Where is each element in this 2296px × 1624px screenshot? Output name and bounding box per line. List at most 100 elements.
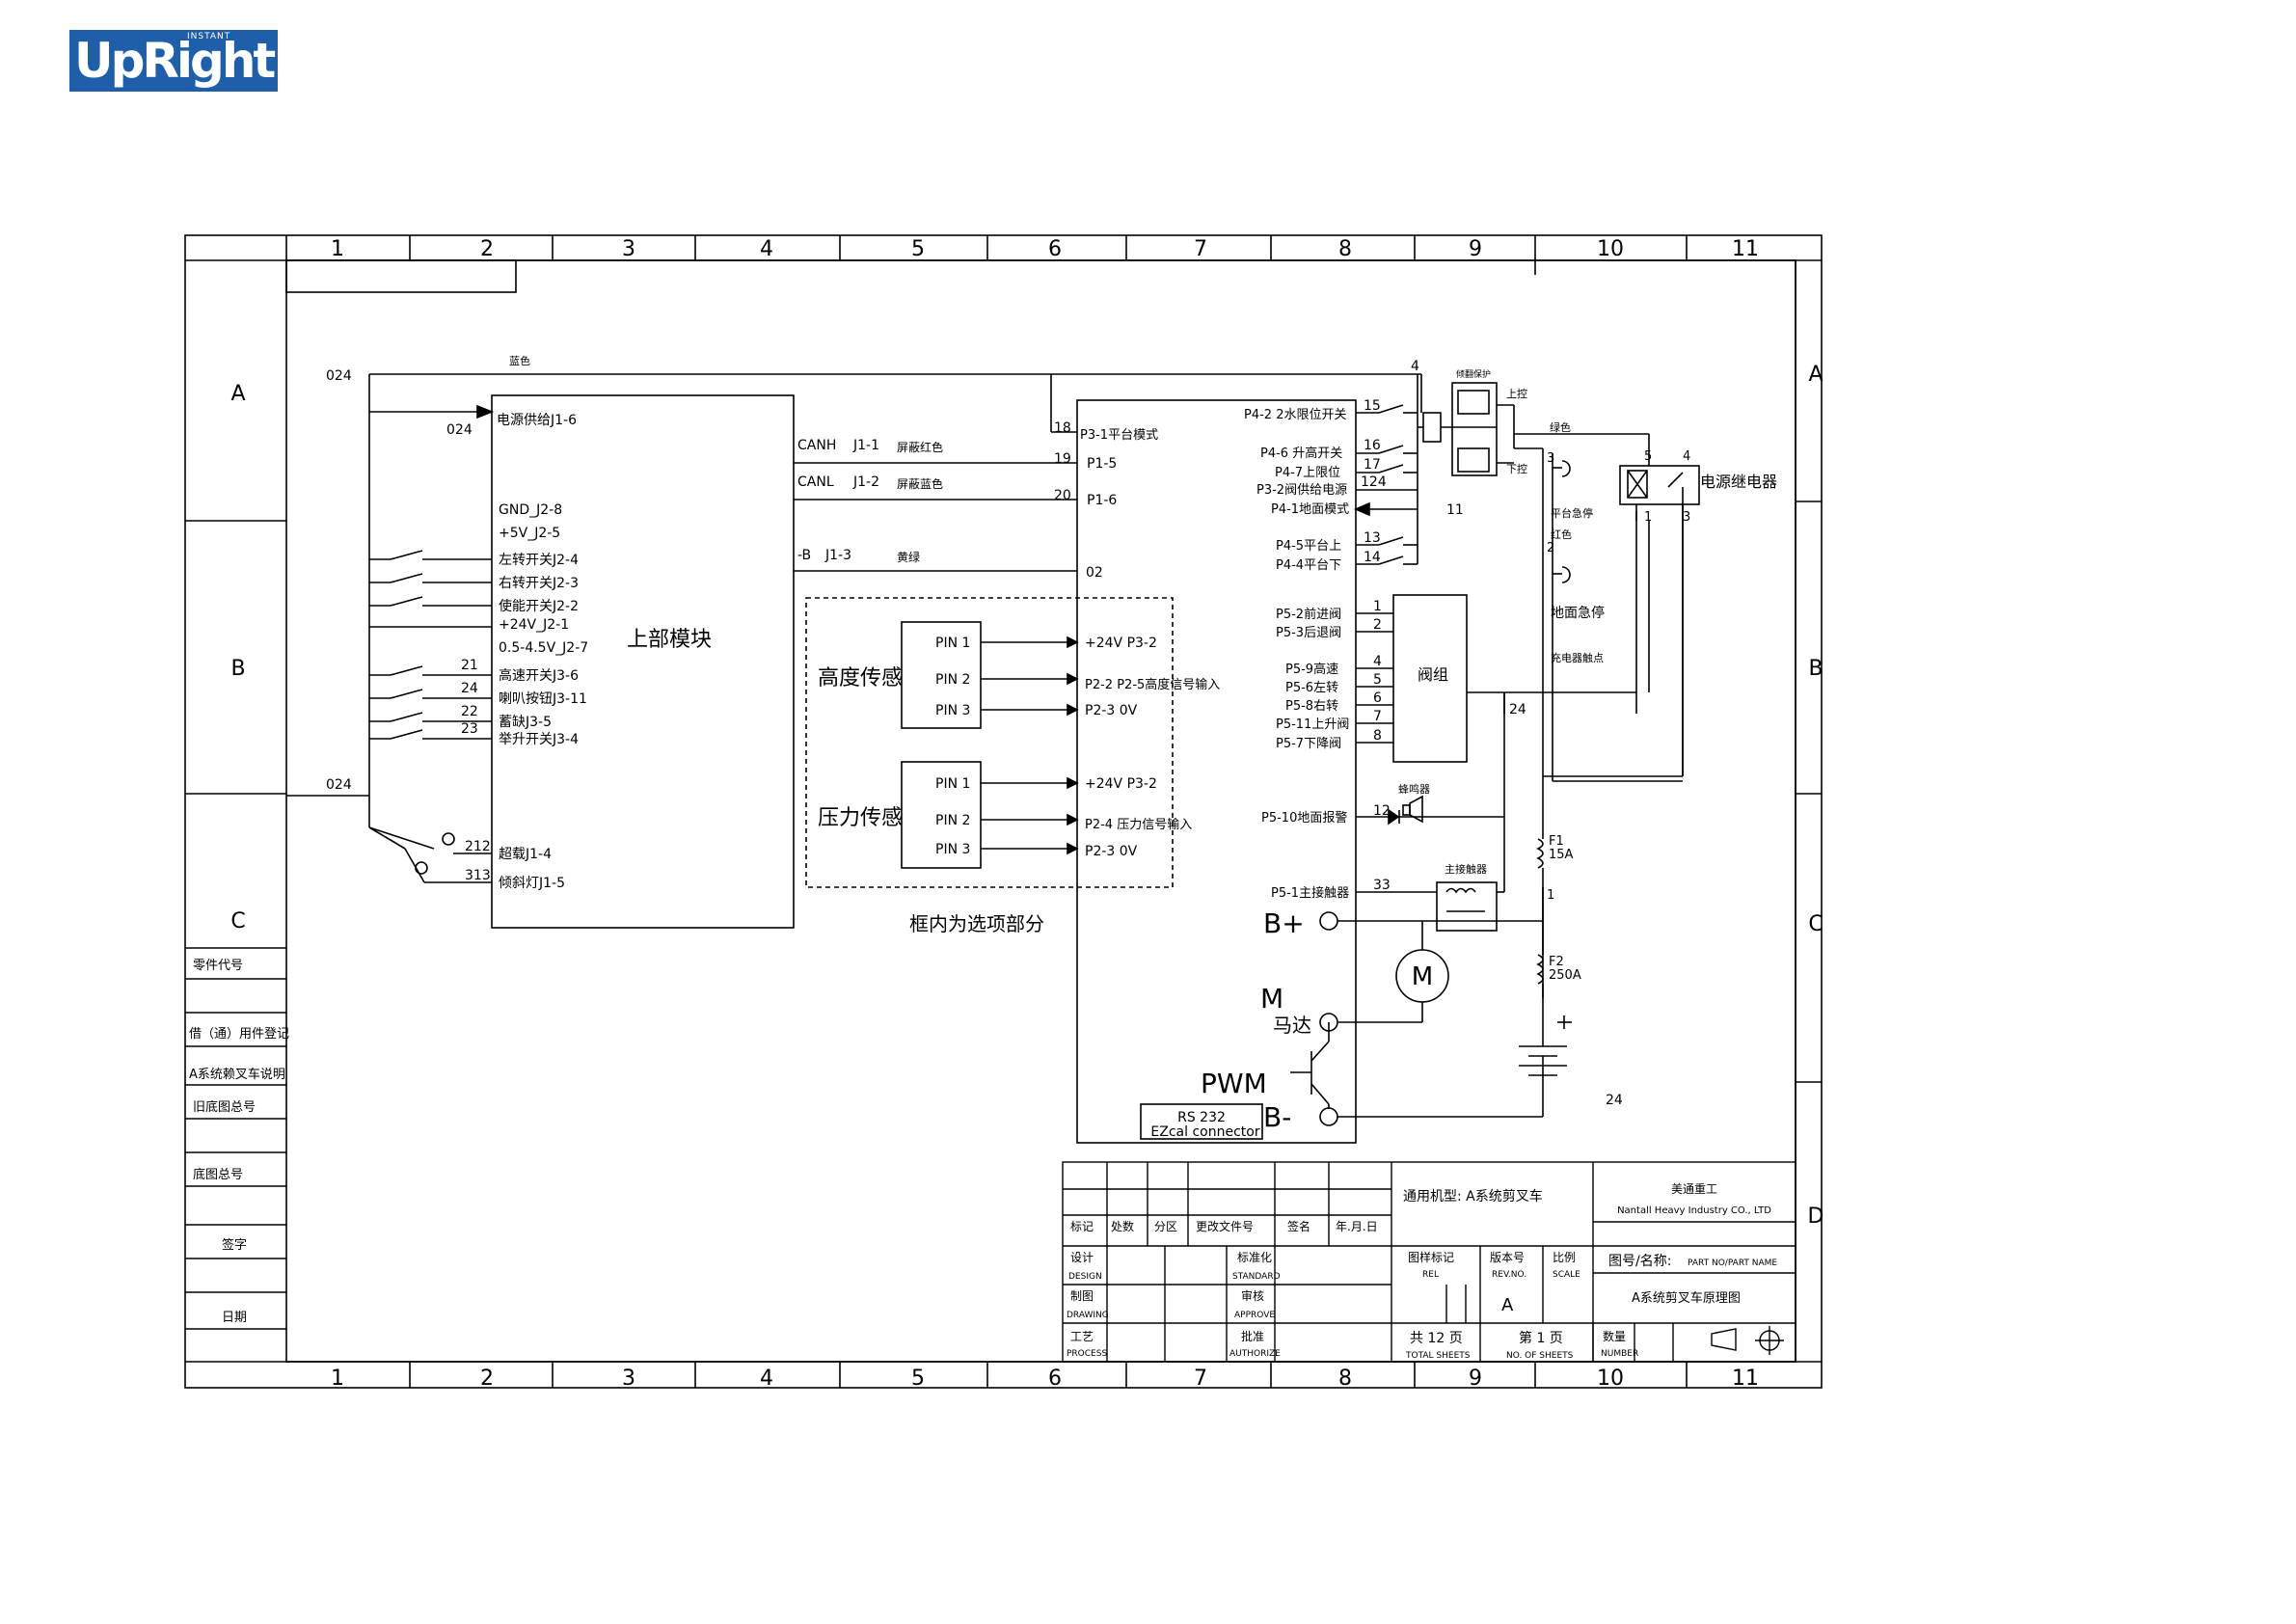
rev-header: 分区: [1154, 1220, 1177, 1233]
controller-pin: +24V P3-2: [1085, 636, 1157, 651]
module-pin: 超载J1-4: [499, 847, 552, 862]
controller-pin: P4-6 升高开关: [1260, 446, 1342, 461]
side-table-label: 签字: [222, 1237, 247, 1253]
role-label: 设计: [1070, 1251, 1094, 1264]
wire-number: 16: [1364, 438, 1381, 453]
wire-number: 3: [1547, 451, 1554, 466]
role-label-en: APPROVE: [1234, 1311, 1275, 1320]
controller-pin: P5-7下降阀: [1276, 737, 1341, 751]
platform-estop-label: 平台急停: [1551, 506, 1593, 520]
controller-pin: P3-2阀供给电源: [1256, 483, 1347, 498]
scale-label-en: SCALE: [1553, 1270, 1580, 1280]
controller-pin: P4-4平台下: [1276, 558, 1341, 573]
row-label: D: [1808, 1204, 1824, 1229]
wire-number: 5: [1373, 672, 1382, 688]
wire-number: 1: [1373, 599, 1382, 614]
module-pin: 电源供给J1-6: [497, 413, 577, 428]
wire-number: 24: [461, 681, 478, 696]
side-table-label: 日期: [222, 1311, 247, 1325]
controller-pin: 02: [1086, 565, 1103, 581]
role-label: 审核: [1241, 1288, 1264, 1303]
ref-label-en: REL: [1422, 1270, 1439, 1280]
sheet-number: 第 1 页: [1519, 1330, 1563, 1346]
wire-number: 23: [461, 721, 478, 737]
controller-pin: P4-2 2水限位开关: [1244, 408, 1346, 422]
controller-pin: P5-10地面报警: [1261, 810, 1347, 826]
rev-value: A: [1501, 1295, 1514, 1315]
col-label: 2: [480, 237, 494, 261]
row-label: A: [1808, 363, 1823, 387]
red-wire-label: 红色: [1551, 528, 1572, 541]
right-side: 阀组 蜂鸣器 主接触器 倾翻保护 上控 下控 电源继电器 平台急停 红色 地面急…: [1398, 368, 1777, 991]
row-label: C: [230, 909, 245, 934]
wire-labels: 024 024 024 蓝色 4 11 24 24 绿色: [326, 354, 1623, 1108]
motor-terminal-label: M: [1260, 983, 1283, 1015]
col-label: 10: [1597, 237, 1624, 261]
part-label: 图号/名称:: [1608, 1254, 1671, 1269]
col-label: 1: [331, 237, 344, 261]
col-label: 9: [1469, 237, 1482, 261]
upper-module: 上部模块 电源供给J1-6 GND_J2-8 +5V_J2-5 左转开关J2-4…: [461, 413, 712, 891]
module-pin: GND_J2-8: [499, 502, 562, 518]
scale-label: 比例: [1553, 1251, 1576, 1264]
module-pin: 倾斜灯J1-5: [499, 876, 565, 891]
wire-number: 7: [1373, 709, 1382, 724]
wire-number: 15: [1364, 398, 1381, 414]
wire-label: 4: [1411, 359, 1419, 374]
col-label: 2: [480, 1367, 494, 1391]
wire-number: 1: [1644, 510, 1652, 525]
grid-labels: 1 2 3 4 5 6 7 8 9 10 11 1 2 3 4 5 6 7 8 …: [230, 237, 1823, 1391]
wire-number: 2: [1547, 541, 1554, 555]
wire-number: 124: [1361, 474, 1387, 490]
upper-switches: [286, 550, 492, 883]
company-en: Nantall Heavy Industry CO., LTD: [1617, 1205, 1771, 1216]
wire-number: 22: [461, 704, 478, 719]
ref-label: 图样标记: [1408, 1250, 1454, 1264]
wire-number: 1: [1547, 888, 1554, 903]
main-contactor-label: 主接触器: [1445, 862, 1487, 876]
b-minus-terminal: B-: [1263, 1101, 1291, 1133]
controller-pin: P5-6左转: [1285, 681, 1338, 695]
role-label-en: STANDARD: [1232, 1272, 1281, 1282]
fuse-label: F1: [1549, 834, 1564, 849]
controller-pin: P4-5平台上: [1276, 539, 1341, 554]
can-label: 屏蔽蓝色: [897, 477, 943, 491]
role-label: 工艺: [1070, 1330, 1094, 1343]
logo-brand: UpRight: [74, 33, 276, 89]
wire-number: 4: [1683, 449, 1690, 464]
module-pin: 左转开关J2-4: [499, 553, 579, 568]
wire-number: 21: [461, 658, 478, 673]
rev-label-en: REV.NO.: [1492, 1270, 1526, 1280]
total-sheets-en: TOTAL SHEETS: [1405, 1351, 1471, 1361]
col-label: 6: [1048, 237, 1062, 261]
module-pin: 蓄缺J3-5: [499, 715, 552, 730]
height-sensor-label: 高度传感: [818, 666, 903, 690]
optional-sensors: 框内为选项部分 高度传感 压力传感 PIN 1 PIN 2 PIN 3 PIN …: [818, 636, 1220, 935]
role-label: 制图: [1070, 1289, 1094, 1303]
rev-label: 版本号: [1490, 1251, 1525, 1264]
qty-label-en: NUMBER: [1601, 1349, 1638, 1359]
sensor-pin: PIN 3: [935, 842, 970, 857]
wire-number: 2: [1373, 617, 1382, 633]
col-label: 9: [1469, 1367, 1482, 1391]
col-label: 5: [911, 1367, 925, 1391]
wire-number: 14: [1364, 550, 1381, 565]
part-label-en: PART NO/PART NAME: [1688, 1259, 1777, 1268]
wire-number: 19: [1054, 451, 1071, 467]
can-label: -B: [797, 548, 811, 563]
col-label: 11: [1732, 237, 1759, 261]
controller-pin: P5-11上升阀: [1276, 717, 1349, 732]
can-label: J1-3: [824, 548, 851, 563]
controller-pin: P3-1平台模式: [1080, 428, 1158, 443]
b-plus-terminal: B+: [1263, 907, 1305, 939]
row-label: A: [230, 382, 245, 406]
wire-number: 5: [1644, 449, 1652, 464]
wire-number: 6: [1373, 690, 1382, 706]
rev-header: 处数: [1111, 1219, 1134, 1233]
wire-label: 024: [326, 777, 352, 793]
can-label: 黄绿: [897, 550, 920, 564]
can-label: 屏蔽红色: [897, 440, 943, 454]
controller-pin: P5-8右转: [1285, 699, 1338, 714]
wire-number: 313: [465, 868, 491, 883]
